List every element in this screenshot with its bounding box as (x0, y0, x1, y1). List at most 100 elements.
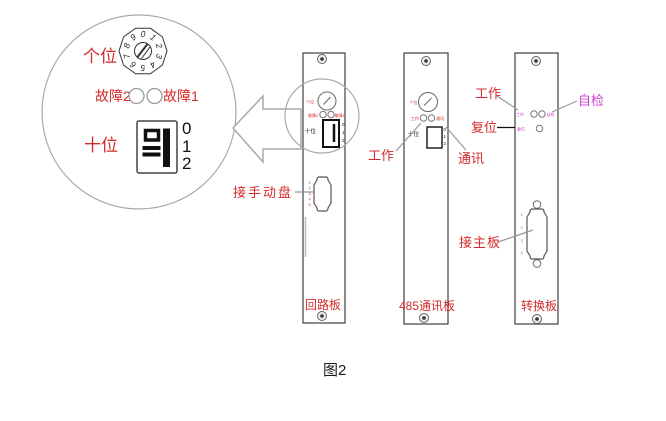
tens-switch-positions: 0 1 2 (182, 119, 191, 173)
mini-units-label: 个位 (306, 99, 314, 105)
board-loop-name: 回路板 (305, 297, 341, 312)
board-485comm-name: 485通讯板 (399, 299, 455, 313)
pin-label: 3 (521, 238, 524, 243)
tens-switch-bar2 (142, 152, 161, 157)
figure-caption: 图2 (323, 362, 346, 379)
reset-callout: 复位 (471, 120, 497, 135)
connector-pin-labels: 1 2 3 4 5 (309, 180, 312, 207)
mini-pos-1: 1 (342, 130, 345, 135)
work-leader (395, 122, 422, 152)
mini-pos-0: 0 (342, 122, 345, 127)
mini-pos-2: 2 (342, 138, 345, 143)
mini-tens-switch-icon (322, 119, 340, 148)
dial-digit-5: 5 (140, 63, 145, 73)
mini-reset-label: 复位 (517, 126, 525, 132)
work-leader (496, 95, 519, 111)
mini-dial-slot (323, 96, 331, 105)
dial-digit-9: 9 (128, 32, 138, 43)
position-2: 2 (182, 154, 191, 173)
mini-tens-switch-icon (426, 126, 443, 149)
pin-label: 1 (521, 212, 524, 217)
dial-digit-0: 0 (141, 29, 146, 39)
mini-comm-label: 通讯 (436, 115, 444, 121)
dial-digit-2: 2 (153, 41, 164, 50)
work-callout: 工作 (368, 148, 394, 163)
board-485comm: 个位 工作 通讯 十位 0 1 2 485通讯板 (399, 52, 455, 325)
tens-digit-label: 十位 (84, 136, 118, 155)
work-callout: 工作 (475, 86, 501, 101)
tens-switch-track (163, 128, 170, 167)
fault2-label: 故障2 (95, 88, 131, 104)
screw-icon (419, 313, 429, 323)
mini-switch-digits: 0 1 2 (342, 122, 345, 143)
zoom-arrow-icon (231, 94, 302, 164)
mini-fault1-label: 故障1 (335, 112, 346, 118)
pin-label: 3 (309, 191, 312, 196)
mini-dial-slot (423, 97, 432, 106)
screw-icon (317, 54, 327, 64)
connector-hole-icon (532, 259, 542, 268)
mini-pos-1: 1 (444, 134, 447, 139)
dial-digit-1: 1 (148, 32, 158, 43)
tens-switch-bar1 (142, 146, 161, 150)
manual-panel-callout: 接手动盘 (233, 185, 293, 200)
screw-icon (531, 56, 541, 66)
mini-tens-label: 十位 (305, 127, 317, 135)
mini-work-label: 工作 (516, 111, 524, 117)
mainboard-callout: 接主板 (459, 235, 501, 250)
fault2-led-icon (128, 87, 145, 105)
pin-label: 5 (309, 202, 312, 207)
reset-led-icon (535, 124, 544, 133)
tens-switch (136, 120, 178, 174)
magnifier-circle (41, 14, 237, 210)
board-loop: 个位 故障2 故障1 十位 0 1 2 1 2 3 4 5 回路板 (302, 52, 346, 324)
mini-fault2-label: 故障2 (308, 112, 319, 118)
mini-pos-0: 0 (444, 127, 447, 132)
mainboard-leader (497, 229, 534, 243)
comm-led-icon (427, 114, 436, 122)
position-0: 0 (182, 119, 191, 138)
pin-label: 1 (309, 180, 312, 185)
board-converter-name: 转换板 (521, 298, 557, 313)
mini-tens-label: 十位 (408, 130, 420, 138)
pin-label: 4 (309, 197, 312, 202)
position-1: 1 (182, 137, 191, 156)
selftest-led-icon (538, 110, 546, 118)
work-led-icon (419, 114, 428, 122)
pin-label: 4 (521, 250, 524, 255)
magnified-view: 0 1 2 3 4 5 6 7 8 9 个位 故障2 故障1 十位 (41, 14, 237, 210)
screw-icon (532, 314, 542, 324)
screw-icon (317, 311, 327, 321)
selftest-leader (551, 100, 578, 113)
dial-digit-7: 7 (121, 52, 132, 60)
connector-hole-icon (532, 200, 542, 209)
mainboard-connector-icon (526, 208, 548, 260)
pin-label: 2 (309, 186, 312, 191)
connector-pin-labels: 1 2 3 4 (521, 212, 524, 255)
dial-digit-4: 4 (148, 59, 158, 70)
fault1-label: 故障1 (163, 88, 199, 104)
rotary-dial-digits: 0 1 2 3 4 5 6 7 8 9 (121, 29, 165, 73)
rotary-dial-slot (136, 43, 149, 58)
board-converter-outline (514, 52, 559, 325)
dial-digit-6: 6 (128, 59, 138, 70)
rotary-dial: 0 1 2 3 4 5 6 7 8 9 (118, 27, 168, 75)
dial-digit-8: 8 (121, 42, 132, 50)
rotary-dial-slot-line (141, 46, 151, 59)
fault1-led-icon (146, 87, 163, 105)
mini-pos-2: 2 (444, 141, 447, 146)
selftest-callout: 自检 (578, 93, 604, 108)
screw-icon (421, 56, 431, 66)
tens-switch-slider (143, 128, 161, 142)
pin-label: 2 (521, 225, 524, 230)
comm-leader (445, 126, 467, 151)
units-digit-label: 个位 (83, 47, 117, 66)
mini-switch-digits: 0 1 2 (444, 127, 447, 146)
zoom-region-circle (284, 78, 360, 154)
mini-units-label: 个位 (410, 99, 418, 105)
mini-work-label: 工作 (411, 115, 419, 121)
mini-fault2-led-icon (319, 110, 327, 119)
comm-callout: 通讯 (458, 151, 484, 166)
